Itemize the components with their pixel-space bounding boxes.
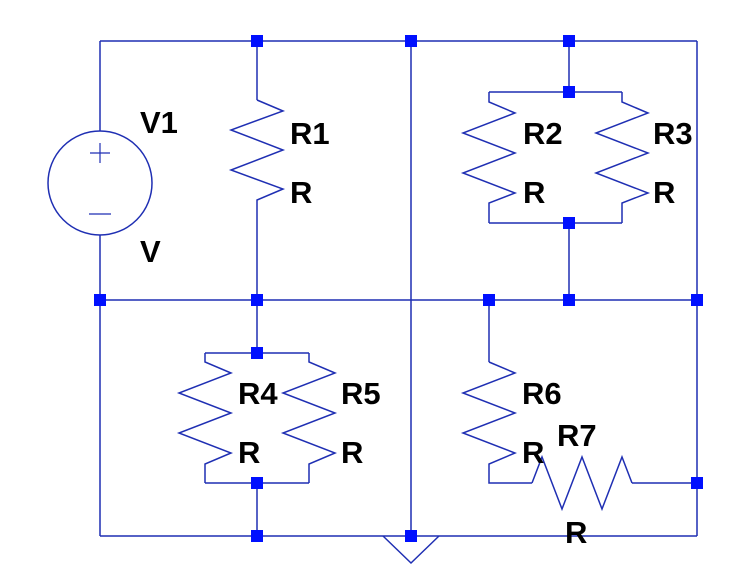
resistor-icon-r4 <box>176 353 234 483</box>
v1-name-label: V1 <box>140 105 178 140</box>
r1-name-label: R1 <box>290 116 330 151</box>
r1-value-label: R <box>290 175 312 210</box>
r6-name-label: R6 <box>522 376 562 411</box>
junction-icon <box>563 217 575 229</box>
junction-icon <box>563 86 575 98</box>
junction-icon <box>691 294 703 306</box>
junction-icon <box>563 294 575 306</box>
r4-value-label: R <box>238 435 260 470</box>
junction-icon <box>691 477 703 489</box>
junction-icon <box>251 477 263 489</box>
junctions <box>94 35 703 542</box>
v1-value-label: V <box>140 234 161 269</box>
r5-value-label: R <box>341 435 363 470</box>
resistor-icon-r3 <box>593 92 651 223</box>
wires <box>99 40 698 537</box>
voltage-source-icon <box>47 130 153 236</box>
junction-icon <box>94 294 106 306</box>
resistor-icon-r7 <box>531 454 633 512</box>
r2-name-label: R2 <box>523 116 563 151</box>
v1-body <box>47 130 153 236</box>
r5-name-label: R5 <box>341 376 381 411</box>
junction-icon <box>251 294 263 306</box>
junction-icon <box>405 35 417 47</box>
junction-icon <box>563 35 575 47</box>
resistor-icon-r5 <box>280 353 338 483</box>
junction-icon <box>405 530 417 542</box>
junction-icon <box>483 294 495 306</box>
r2-value-label: R <box>523 175 545 210</box>
resistor-icon-r6 <box>460 361 532 484</box>
resistor-icon-r1 <box>228 99 286 210</box>
resistor-icon-r2 <box>460 92 518 223</box>
r4-name-label: R4 <box>238 376 278 411</box>
r3-name-label: R3 <box>653 116 693 151</box>
r6-value-label: R <box>522 435 544 470</box>
junction-icon <box>251 530 263 542</box>
junction-icon <box>251 35 263 47</box>
r7-name-label: R7 <box>557 418 597 453</box>
component-labels: V1 V R1 R R2 R R3 R R4 R R5 R R6 R R7 R <box>140 105 693 550</box>
ground-icon <box>382 535 440 565</box>
r7-value-label: R <box>565 515 587 550</box>
r3-value-label: R <box>653 175 675 210</box>
junction-icon <box>251 347 263 359</box>
